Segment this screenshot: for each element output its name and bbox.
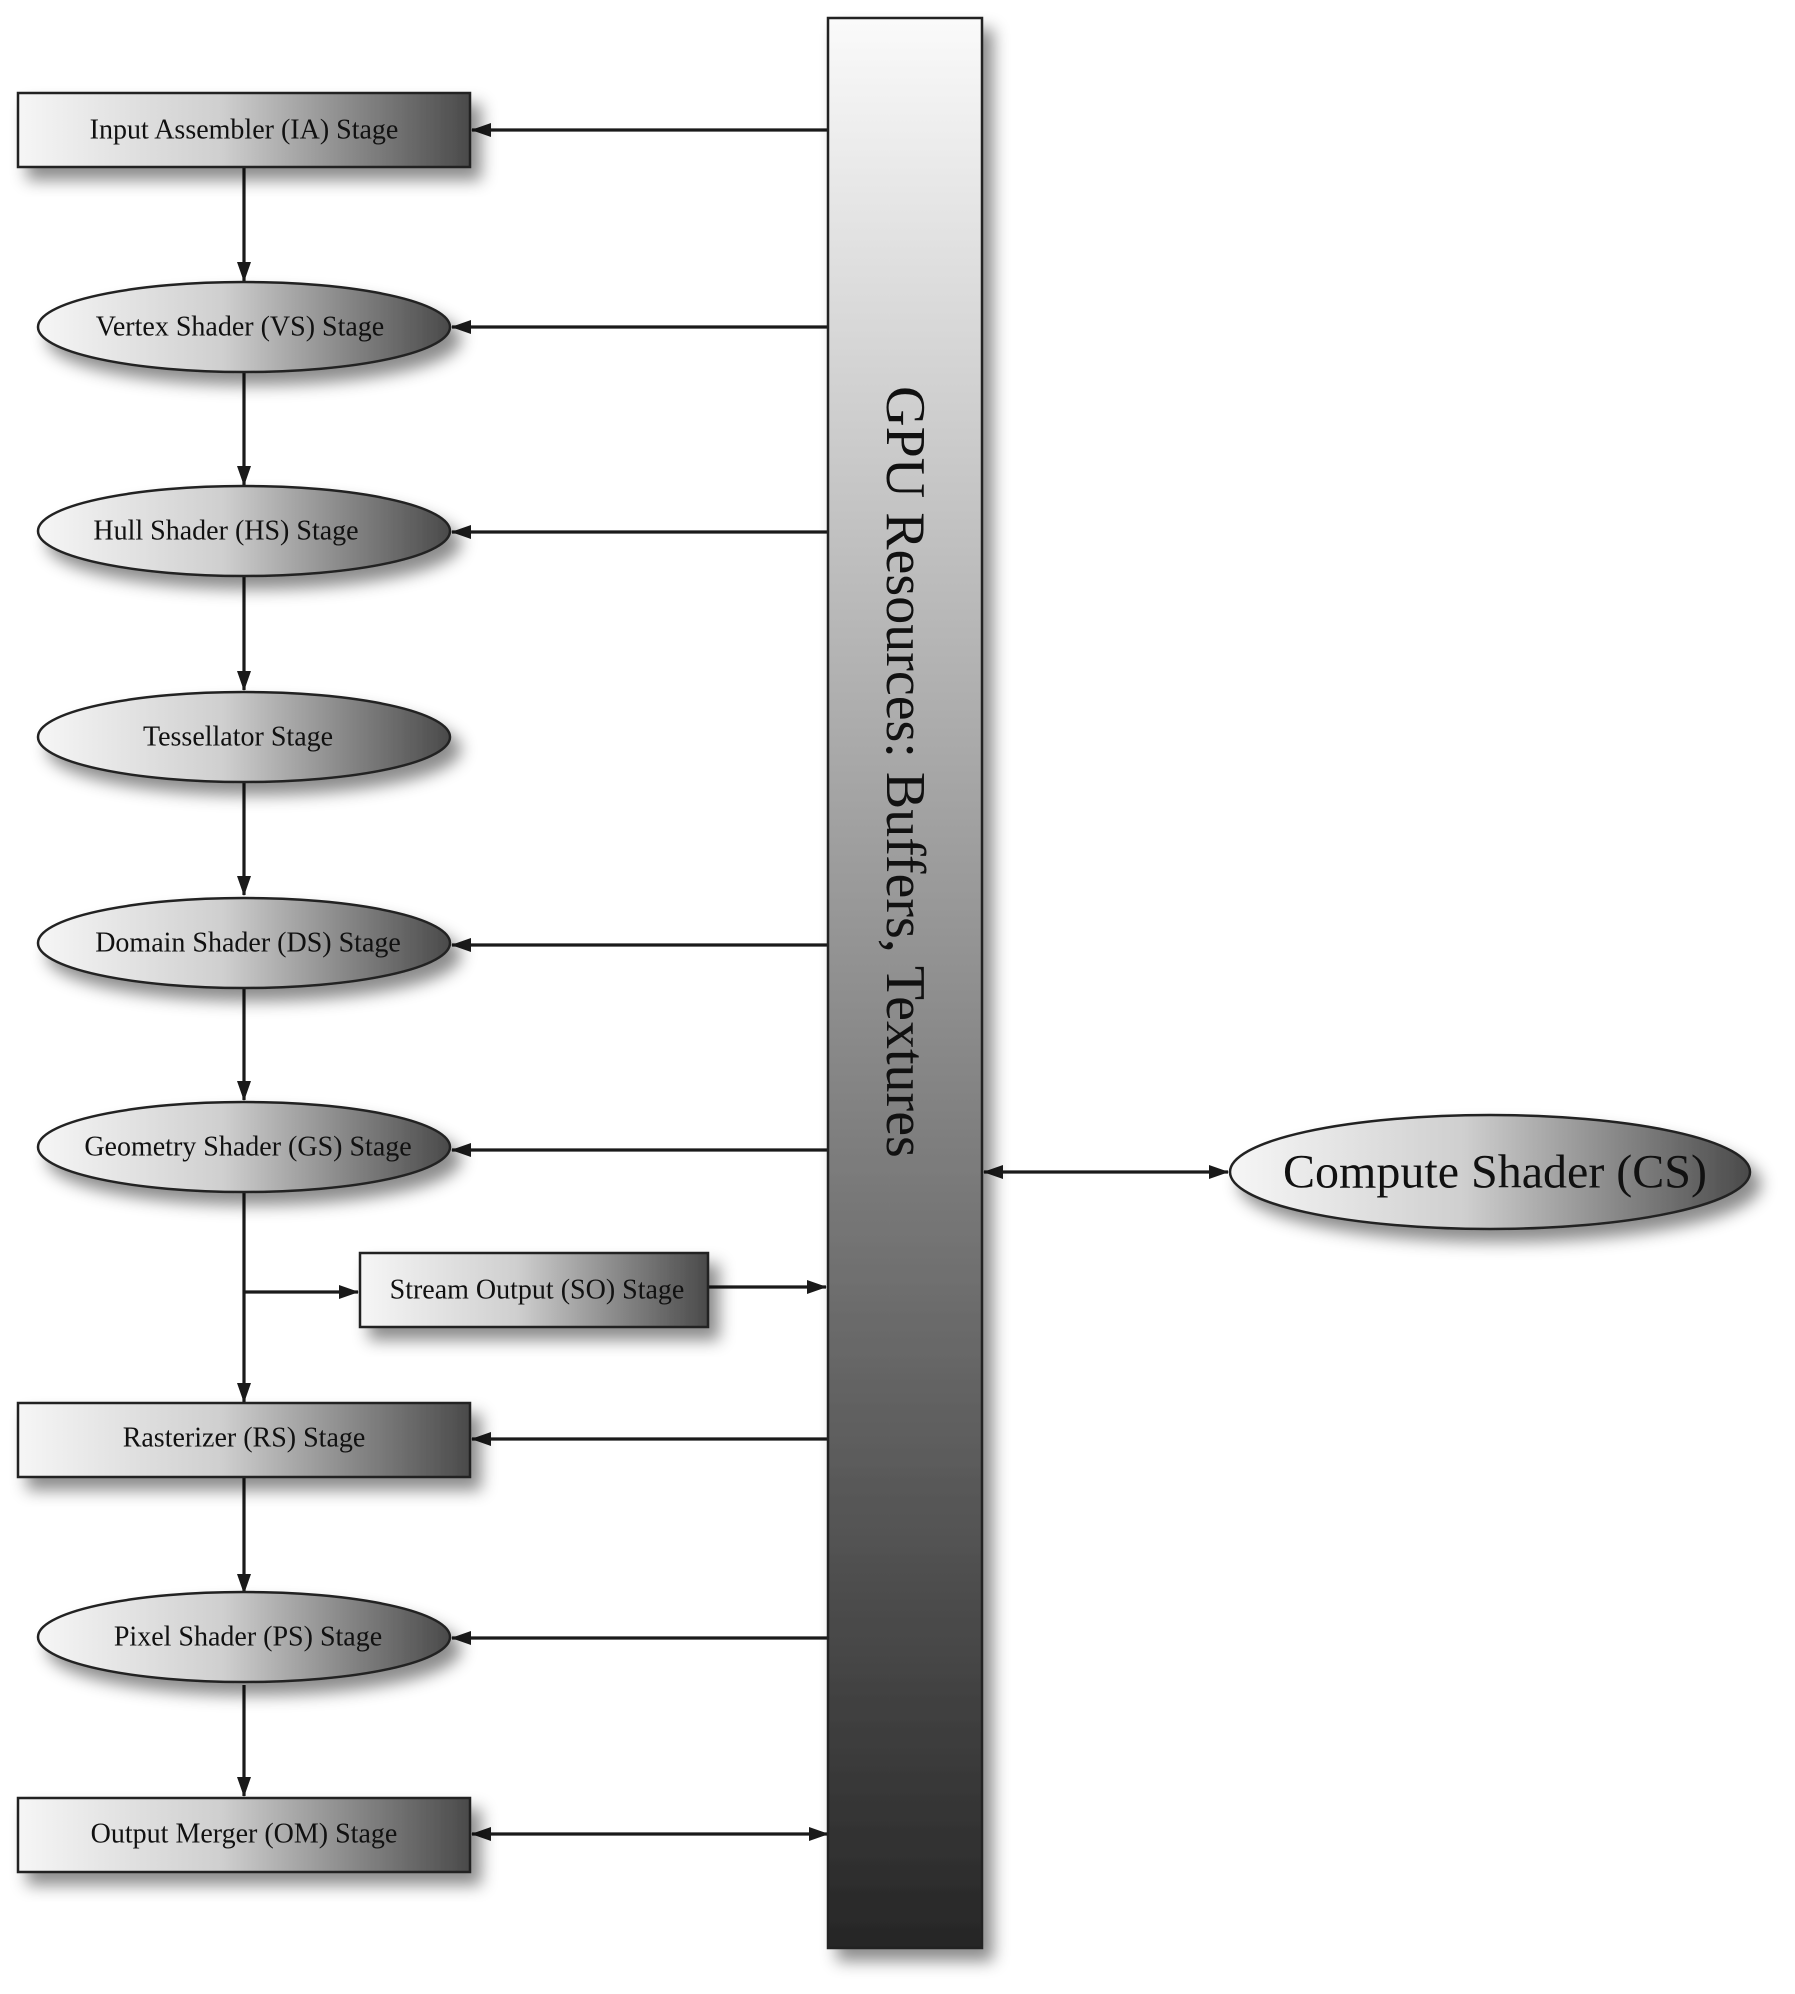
stage-hs-label: Hull Shader (HS) Stage [93, 516, 358, 547]
stage-hs: Hull Shader (HS) Stage [36, 484, 452, 578]
stage-ps: Pixel Shader (PS) Stage [36, 1590, 452, 1684]
stage-ts: Tessellator Stage [36, 690, 452, 784]
stage-so-label: Stream Output (SO) Stage [390, 1275, 685, 1306]
edges [237, 123, 1229, 1841]
stage-vs: Vertex Shader (VS) Stage [36, 280, 452, 374]
gpu-resources-label: GPU Resources: Buffers, Textures [874, 386, 936, 1158]
compute-shader-node: Compute Shader (CS) [1228, 1113, 1752, 1231]
stage-ds: Domain Shader (DS) Stage [36, 896, 452, 990]
stage-vs-label: Vertex Shader (VS) Stage [96, 312, 384, 343]
stage-om: Output Merger (OM) Stage [16, 1796, 472, 1874]
compute-shader-label: Compute Shader (CS) [1283, 1146, 1707, 1199]
stage-om-label: Output Merger (OM) Stage [91, 1819, 398, 1850]
stage-rs-label: Rasterizer (RS) Stage [123, 1423, 366, 1454]
stage-ia-label: Input Assembler (IA) Stage [90, 115, 399, 146]
stage-so: Stream Output (SO) Stage [358, 1251, 710, 1329]
gpu-resources-node: GPU Resources: Buffers, Textures [826, 16, 984, 1950]
stage-rs: Rasterizer (RS) Stage [16, 1401, 472, 1479]
stage-ts-label: Tessellator Stage [143, 722, 333, 753]
stage-ia: Input Assembler (IA) Stage [16, 91, 472, 169]
stage-ps-label: Pixel Shader (PS) Stage [114, 1622, 382, 1653]
stage-gs-label: Geometry Shader (GS) Stage [84, 1132, 411, 1163]
stage-gs: Geometry Shader (GS) Stage [36, 1100, 452, 1194]
stage-ds-label: Domain Shader (DS) Stage [95, 928, 401, 959]
